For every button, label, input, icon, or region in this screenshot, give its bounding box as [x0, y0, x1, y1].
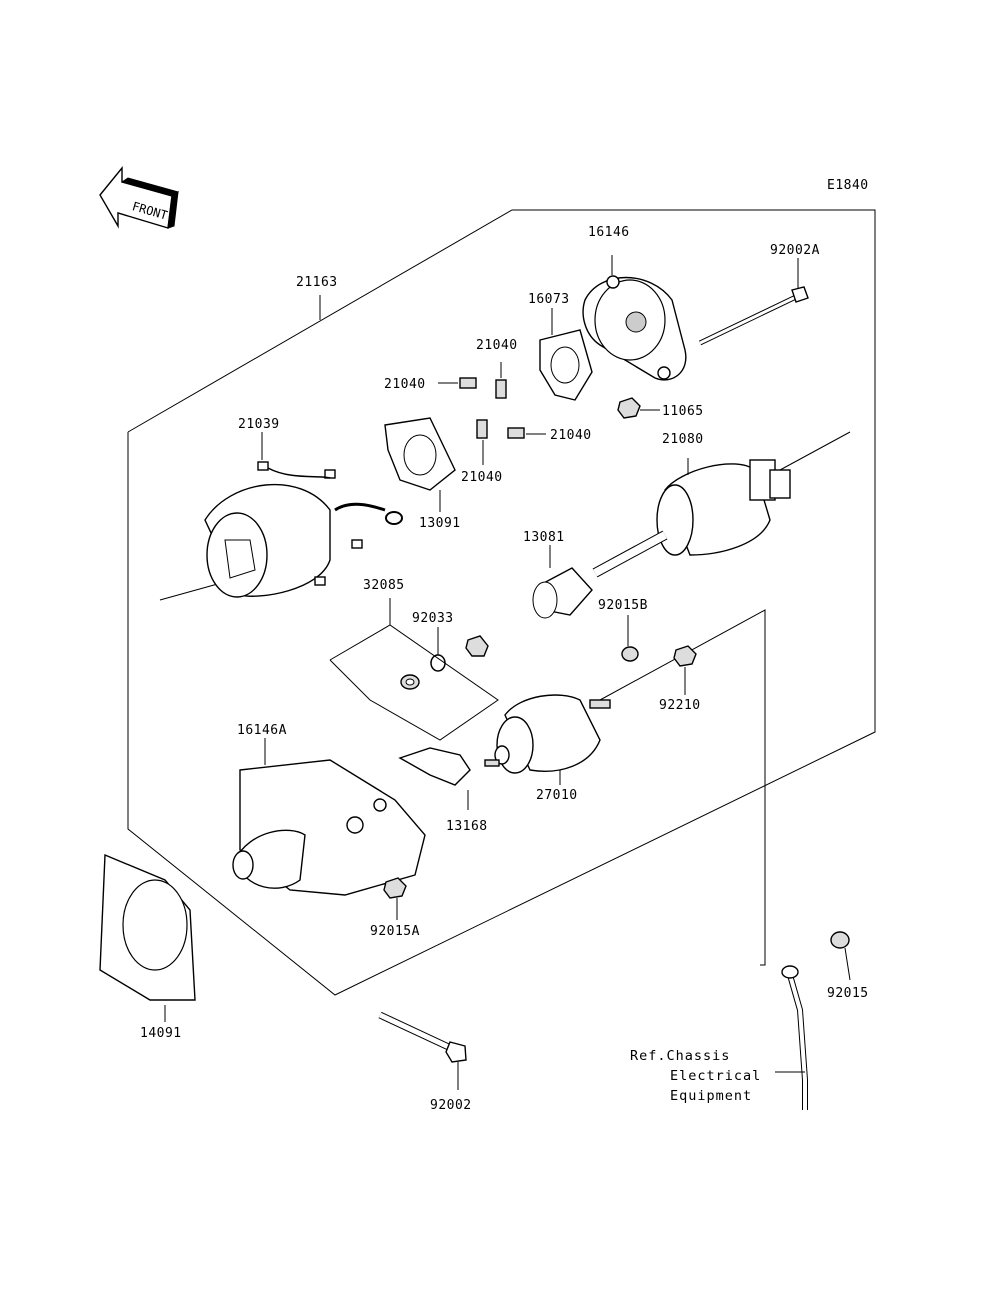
nut-92210: [673, 645, 697, 695]
label-21040-left: 21040: [384, 377, 426, 392]
spring-21040-right: [507, 427, 546, 439]
nut-92015B: [621, 615, 639, 662]
ring-92033: [430, 627, 446, 672]
label-16146A: 16146A: [237, 723, 287, 738]
label-21040-top: 21040: [476, 338, 518, 353]
bolt-92002: [378, 1011, 467, 1090]
label-21040-bottom: 21040: [461, 470, 503, 485]
armature-21080: [592, 458, 791, 578]
label-27010: 27010: [536, 788, 578, 803]
nut-11065: [617, 397, 660, 419]
reference-note-line2: Electrical: [670, 1068, 762, 1084]
washer-32085: [400, 674, 420, 690]
pinion-13081: [532, 545, 593, 619]
collar-32085: [465, 635, 489, 657]
nut-92015: [830, 931, 851, 981]
label-92015A: 92015A: [370, 924, 420, 939]
cover-14091: [99, 853, 196, 1022]
end-frame-16146: [582, 255, 687, 381]
label-92210: 92210: [659, 698, 701, 713]
label-14091: 14091: [140, 1026, 182, 1041]
label-21080: 21080: [662, 432, 704, 447]
label-16073: 16073: [528, 292, 570, 307]
spring-21040-top: [495, 362, 507, 399]
yoke-21039: [204, 432, 403, 598]
label-13081: 13081: [523, 530, 565, 545]
reference-note-line1: Ref.Chassis: [630, 1048, 731, 1064]
label-21039: 21039: [238, 417, 280, 432]
label-21163: 21163: [296, 275, 338, 290]
long-bolt-92002A: [698, 258, 809, 346]
reference-note-line3: Equipment: [670, 1088, 753, 1104]
label-92015B: 92015B: [598, 598, 648, 613]
diagram-code: E1840: [827, 178, 869, 193]
label-92002: 92002: [430, 1098, 472, 1113]
label-13168: 13168: [446, 819, 488, 834]
plate-16073: [539, 308, 593, 401]
label-11065: 11065: [662, 404, 704, 419]
lever-13168: [398, 747, 471, 810]
label-21040-right: 21040: [550, 428, 592, 443]
nut-92015A: [383, 877, 407, 920]
cable-terminal: [775, 965, 808, 1110]
label-92002A: 92002A: [770, 243, 820, 258]
brush-holder-13091: [384, 417, 456, 512]
spring-21040-left: [438, 377, 477, 389]
label-32085: 32085: [363, 578, 405, 593]
front-housing-16146A: [232, 738, 426, 896]
spring-21040-bottom: [476, 419, 488, 465]
label-13091: 13091: [419, 516, 461, 531]
label-92033: 92033: [412, 611, 454, 626]
kit-outline-32085: [329, 624, 499, 741]
front-arrow-icon: FRONT: [99, 166, 180, 229]
label-16146: 16146: [588, 225, 630, 240]
solenoid-27010: [484, 694, 611, 785]
label-92015: 92015: [827, 986, 869, 1001]
